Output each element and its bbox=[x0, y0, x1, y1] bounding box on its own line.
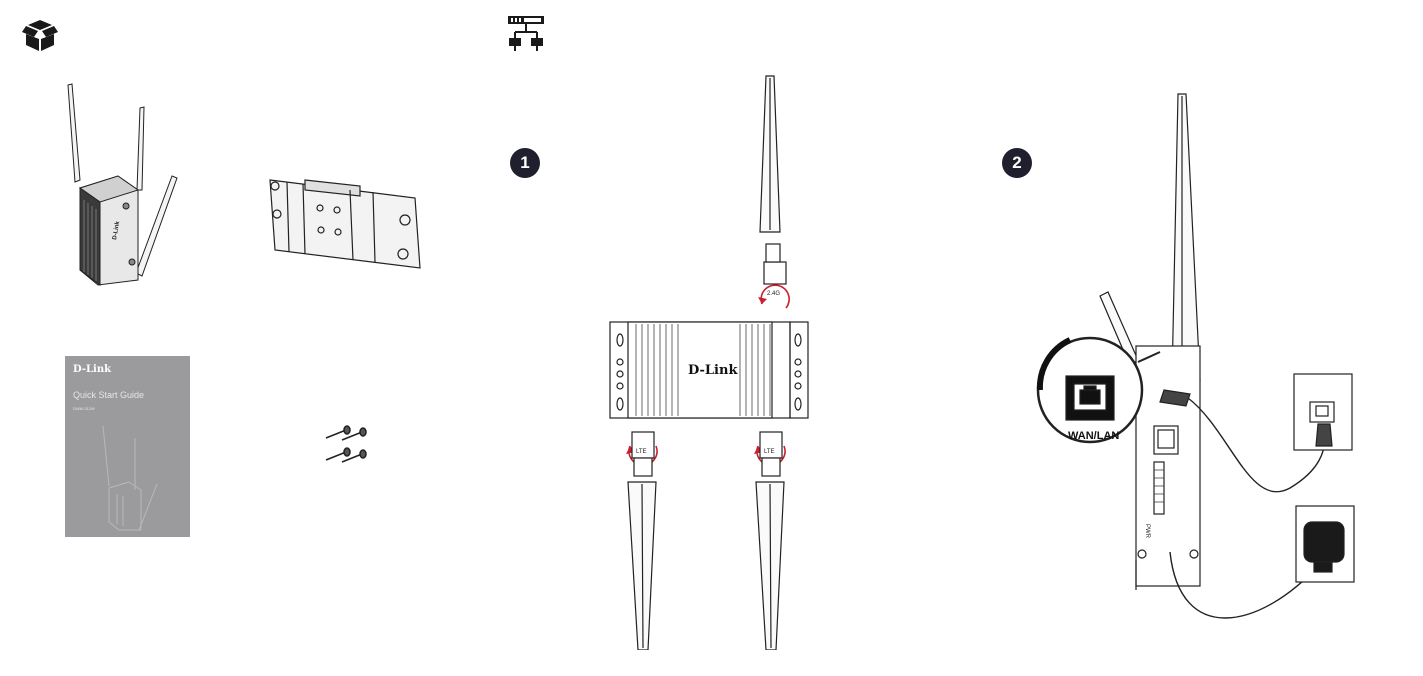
router-connection-diagram: WAN/LAN PWR bbox=[1030, 90, 1360, 630]
antenna-right-label: LTE bbox=[764, 449, 775, 455]
step-number-badge: 1 bbox=[510, 148, 540, 178]
mounting-bracket-illustration bbox=[265, 172, 425, 272]
screws-illustration bbox=[322, 424, 368, 468]
power-port-label: PWR bbox=[1144, 524, 1150, 538]
guide-title: Quick Start Guide bbox=[73, 390, 145, 400]
box-open-icon bbox=[20, 18, 60, 52]
guide-model: DWM-312W bbox=[73, 406, 95, 411]
wan-lan-port-label: WAN/LAN bbox=[1068, 430, 1120, 442]
device-brand-logo: D-Link bbox=[688, 363, 738, 378]
svg-text:D-Link: D-Link bbox=[112, 220, 121, 240]
guide-brand-logo: D-Link bbox=[73, 364, 112, 375]
antenna-top-label: 2.4G bbox=[767, 291, 781, 297]
antenna-left-label: LTE bbox=[636, 449, 647, 455]
quick-start-guide-booklet: D-Link Quick Start Guide DWM-312W bbox=[65, 356, 190, 537]
router-antenna-installation-diagram: D-Link 2.4G LTE LTE bbox=[600, 72, 820, 650]
router-product-illustration: D-Link bbox=[60, 80, 185, 290]
step-number-badge: 2 bbox=[1002, 148, 1032, 178]
network-topology-icon bbox=[506, 14, 546, 52]
